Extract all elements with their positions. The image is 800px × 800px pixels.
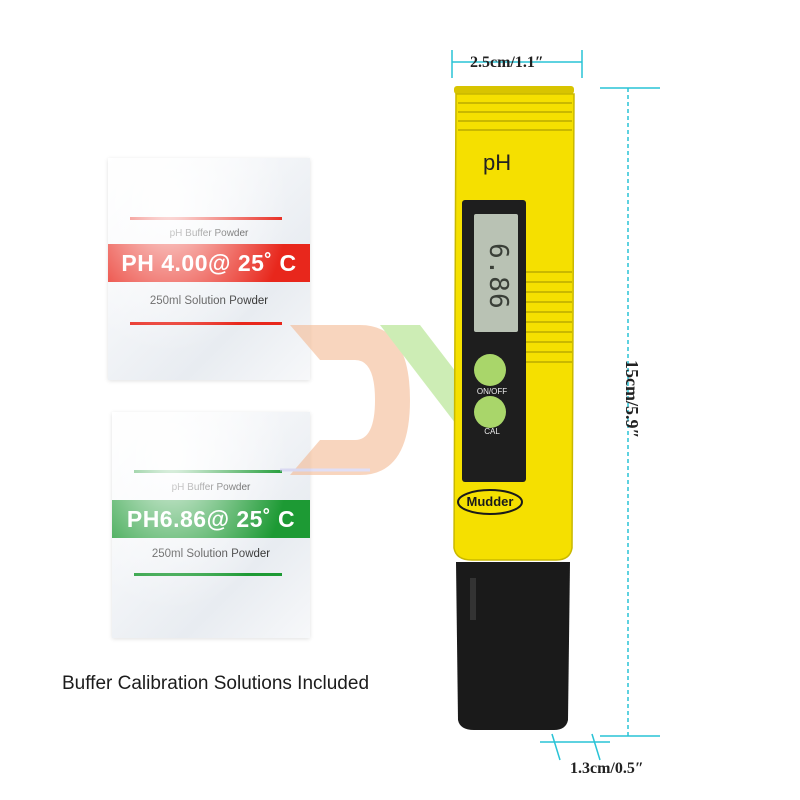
sachet-band-ph4: PH 4.00@ 25˚ C bbox=[108, 244, 310, 282]
sachet-top-label: pH Buffer Powder bbox=[171, 482, 251, 493]
sachet-green-top-line bbox=[134, 470, 282, 473]
buffer-sachet-ph4: pH Buffer Powder PH 4.00@ 25˚ C 250ml So… bbox=[108, 158, 310, 380]
meter-ph-label: pH bbox=[483, 150, 512, 175]
sachet-band-ph686: PH6.86@ 25˚ C bbox=[112, 500, 310, 538]
meter-cap bbox=[456, 562, 570, 730]
width-dimension-label: 2.5cm/1.1″ bbox=[470, 54, 544, 71]
cal-button bbox=[474, 396, 506, 428]
sachet-sub-label: 250ml Solution Powder bbox=[151, 548, 271, 560]
sachet-top-label: pH Buffer Powder bbox=[169, 228, 249, 239]
sachet-red-top-line bbox=[130, 217, 282, 220]
brand-oval bbox=[457, 489, 523, 515]
bottom-dimension-label: 1.3cm/0.5″ bbox=[570, 760, 644, 777]
buffer-sachet-ph686: pH Buffer Powder PH6.86@ 25˚ C 250ml Sol… bbox=[112, 412, 310, 638]
length-dimension-label: 15cm/5.9″ bbox=[622, 360, 642, 439]
on-off-button bbox=[474, 354, 506, 386]
sachet-green-bottom-line bbox=[134, 573, 282, 576]
caption-text: Buffer Calibration Solutions Included bbox=[62, 673, 370, 694]
meter-lcd bbox=[474, 214, 518, 332]
meter-cap-notch bbox=[470, 578, 476, 620]
meter-brand-label: Mudder bbox=[466, 494, 514, 509]
meter-top-rim bbox=[454, 86, 574, 94]
meter-top-ridges bbox=[458, 102, 572, 131]
cal-label: CAL bbox=[484, 427, 500, 436]
meter-side-ridges bbox=[526, 271, 572, 363]
on-off-label: ON/OFF bbox=[476, 387, 508, 396]
sachet-sub-label: 250ml Solution Powder bbox=[149, 295, 269, 307]
sachet-red-bottom-line bbox=[130, 322, 282, 325]
